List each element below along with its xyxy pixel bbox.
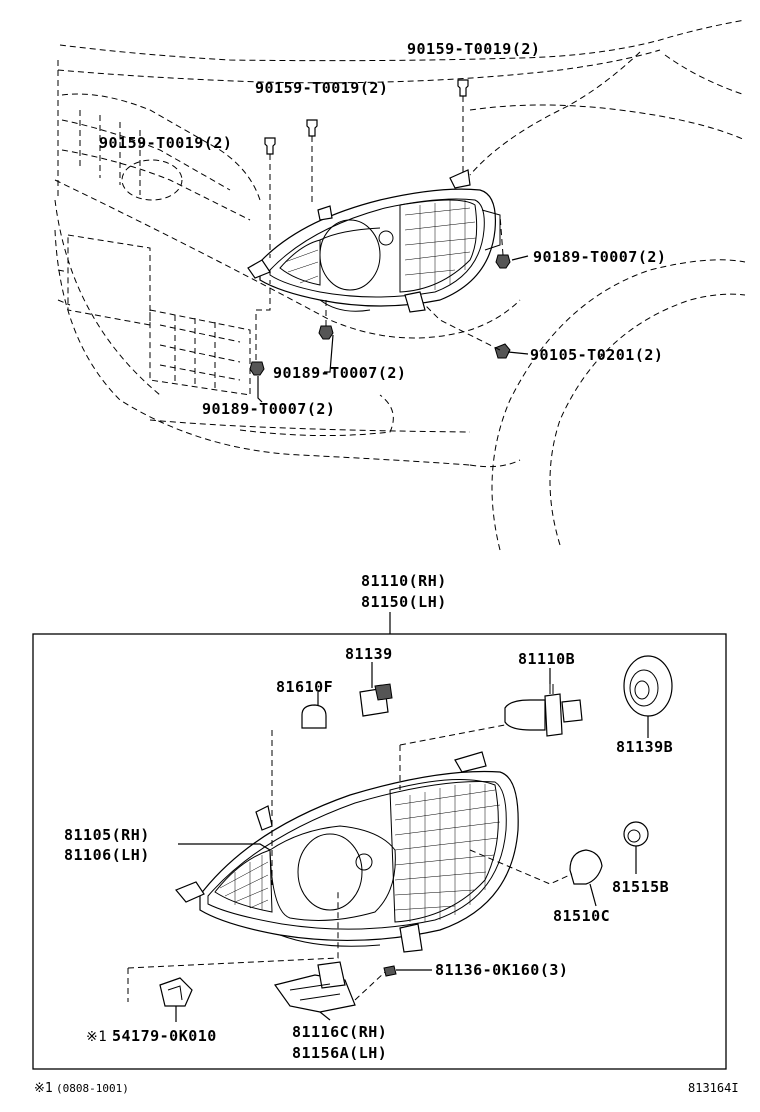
bulb-side-icon (301, 704, 327, 729)
label-clip-mid: 90189-T0007(2) (273, 364, 406, 382)
bulb-head-icon (504, 684, 583, 737)
bulb-turn-icon (569, 849, 603, 885)
label-bracket-rh: 81116C(RH) (292, 1023, 387, 1041)
label-clip-right: 90189-T0007(2) (533, 248, 666, 266)
figure-id: 813164I (688, 1081, 739, 1095)
socket-icon (359, 683, 393, 717)
label-bulb-turn: 81510C (553, 907, 610, 925)
label-bracket-lh: 81156A(LH) (292, 1044, 387, 1062)
label-unit-lh: 81106(LH) (64, 846, 150, 864)
vehicle-front-outline (54, 19, 746, 551)
label-clip-left: 90189-T0007(2) (202, 400, 335, 418)
leader-lines-bottom (127, 662, 649, 1022)
label-assy-rh: 81110(RH) (361, 572, 447, 590)
label-cover: 81139B (616, 738, 673, 756)
label-bolt-top-left: 90159-T0019(2) (99, 134, 232, 152)
label-bulb-side: 81610F (276, 678, 333, 696)
label-bolt-top-mid: 90159-T0019(2) (255, 79, 388, 97)
label-retainer-mark: ※1 (86, 1029, 107, 1045)
label-retainer: 54179-0K010 (112, 1027, 217, 1045)
retainer-icon (159, 977, 193, 1007)
label-screw-right: 90105-T0201(2) (530, 346, 663, 364)
bolt-icon (249, 79, 511, 376)
label-bolt-top-right: 90159-T0019(2) (407, 40, 540, 58)
screw-bracket-icon (383, 965, 397, 977)
cover-icon (623, 655, 673, 717)
label-socket: 81139 (345, 645, 393, 663)
headlamp-unit (175, 751, 519, 953)
label-socket-turn: 81515B (612, 878, 669, 896)
label-bulb-head: 81110B (518, 650, 575, 668)
label-unit-rh: 81105(RH) (64, 826, 150, 844)
footer-note-mark: ※1 (34, 1081, 53, 1096)
headlamp-installed (247, 169, 501, 313)
label-assy-lh: 81150(LH) (361, 593, 447, 611)
socket-turn-icon (623, 821, 649, 847)
leader-lines-top (255, 96, 529, 403)
label-screw-bracket: 81136-0K160(3) (435, 961, 568, 979)
assembly-box (32, 633, 727, 1070)
footer-note-code: (0808-1001) (56, 1082, 129, 1095)
bracket-icon (273, 961, 356, 1013)
